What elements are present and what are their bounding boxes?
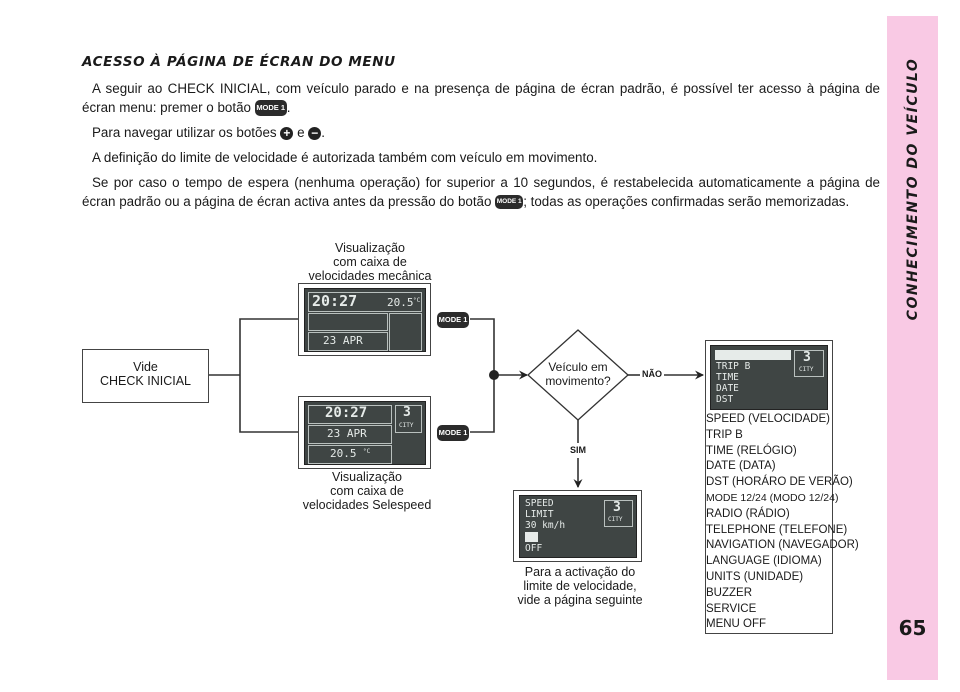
label-yes: SIM (570, 445, 587, 455)
gear-indicator: 3 (613, 500, 621, 515)
decision-text: Veículo em movimento? (545, 360, 611, 388)
list-item: TRIP B (706, 428, 743, 441)
caption-mechanical: Visualização com caixa de velocidades me… (308, 241, 432, 283)
label-no: NÃO (642, 369, 662, 379)
plus-button-icon: + (280, 126, 294, 140)
list-item: TELEPHONE (TELEFONE) (706, 523, 848, 536)
menu-item-4: DATE (716, 383, 739, 394)
mode-button-icon: MODE 1 (495, 195, 524, 210)
mode-button-icon: MODE 1 (437, 425, 469, 441)
lcd-mechanical: 20:27 20.5 °C 23 APR (304, 288, 426, 352)
gear-indicator: 3 (803, 350, 811, 365)
menu-item-1: SPEED (715, 350, 791, 360)
drive-mode: CITY (399, 422, 414, 429)
paragraph-2: Para navegar utilizar os botões + e −. (92, 125, 325, 140)
caption-speed-limit: Para a activação do limite de velocidade… (517, 565, 643, 607)
list-item: RADIO (RÁDIO) (706, 507, 790, 520)
menu-item-2: TRIP B (716, 361, 751, 372)
list-item: LANGUAGE (IDIOMA) (706, 555, 822, 568)
drive-mode: CITY (799, 366, 814, 373)
speed-line-2: LIMIT (525, 509, 554, 520)
list-item: TIME (RELÓGIO) (706, 444, 797, 457)
check-inicial-box: Vide CHECK INICIAL (82, 349, 209, 403)
date: 23 APR (327, 427, 367, 440)
gear-indicator: 3 (403, 405, 411, 420)
minus-button-icon: − (308, 126, 322, 140)
list-item: SPEED (VELOCIDADE) (706, 413, 830, 425)
clock-time: 20:27 (312, 292, 358, 310)
temperature: 20.5 (330, 447, 357, 460)
decision-diamond (527, 329, 629, 421)
clock-time: 20:27 (325, 405, 368, 421)
list-item: DATE (DATA) (706, 460, 776, 473)
speed-line-5: OFF (525, 543, 543, 554)
lcd-selespeed: 20:27 23 APR 20.5 °C 3 CITY (304, 401, 426, 465)
menu-options-list: SPEED (VELOCIDADE) TRIP B TIME (RELÓGIO)… (706, 412, 859, 633)
list-item: NAVIGATION (NAVEGADOR) (706, 539, 859, 552)
menu-item-3: TIME (716, 372, 739, 383)
junction-dot (489, 370, 499, 380)
menu-panel: SPEED TRIP B TIME DATE DST 3 CITY (705, 340, 833, 634)
temperature: 20.5 (387, 296, 414, 309)
list-item: DST (HORÁRO DE VERÃO) (706, 476, 853, 489)
page-number: 65 (898, 616, 927, 640)
display-frame-mechanical: 20:27 20.5 °C 23 APR (298, 283, 431, 356)
speed-line-1: SPEED (525, 498, 554, 509)
paragraph-1: A seguir ao CHECK INICIAL, com veículo p… (82, 81, 880, 117)
list-item: BUZZER (706, 586, 752, 599)
speed-line-4: ON (525, 531, 539, 542)
menu-item-5: DST (716, 394, 734, 405)
lcd-speed-limit: SPEED LIMIT 30 km/h ON OFF 3 CITY (519, 495, 637, 558)
display-frame-speed: SPEED LIMIT 30 km/h ON OFF 3 CITY (513, 490, 642, 562)
mode-button-icon: MODE 1 (254, 100, 287, 117)
lcd-menu: SPEED TRIP B TIME DATE DST 3 CITY (710, 345, 828, 410)
caption-selespeed: Visualização com caixa de velocidades Se… (302, 470, 432, 512)
paragraph-4: Se por caso o tempo de espera (nenhuma o… (82, 175, 880, 210)
list-item: MODE 12/24 (MODO 12/24) (706, 491, 839, 504)
list-item: UNITS (UNIDADE) (706, 570, 804, 583)
speed-line-3: 30 km/h (525, 520, 566, 531)
list-item: MENU OFF (706, 618, 767, 631)
paragraph-3: A definição do limite de velocidade é au… (92, 150, 598, 165)
mode-button-icon: MODE 1 (437, 312, 469, 328)
drive-mode: CITY (608, 516, 623, 523)
date: 23 APR (323, 334, 363, 347)
list-item: SERVICE (706, 602, 757, 615)
section-heading: ACESSO À PÁGINA DE ÉCRAN DO MENU (82, 54, 396, 70)
sidebar: CONHECIMENTO DO VEÍCULO 65 (887, 16, 938, 680)
display-frame-selespeed: 20:27 23 APR 20.5 °C 3 CITY (298, 396, 431, 469)
